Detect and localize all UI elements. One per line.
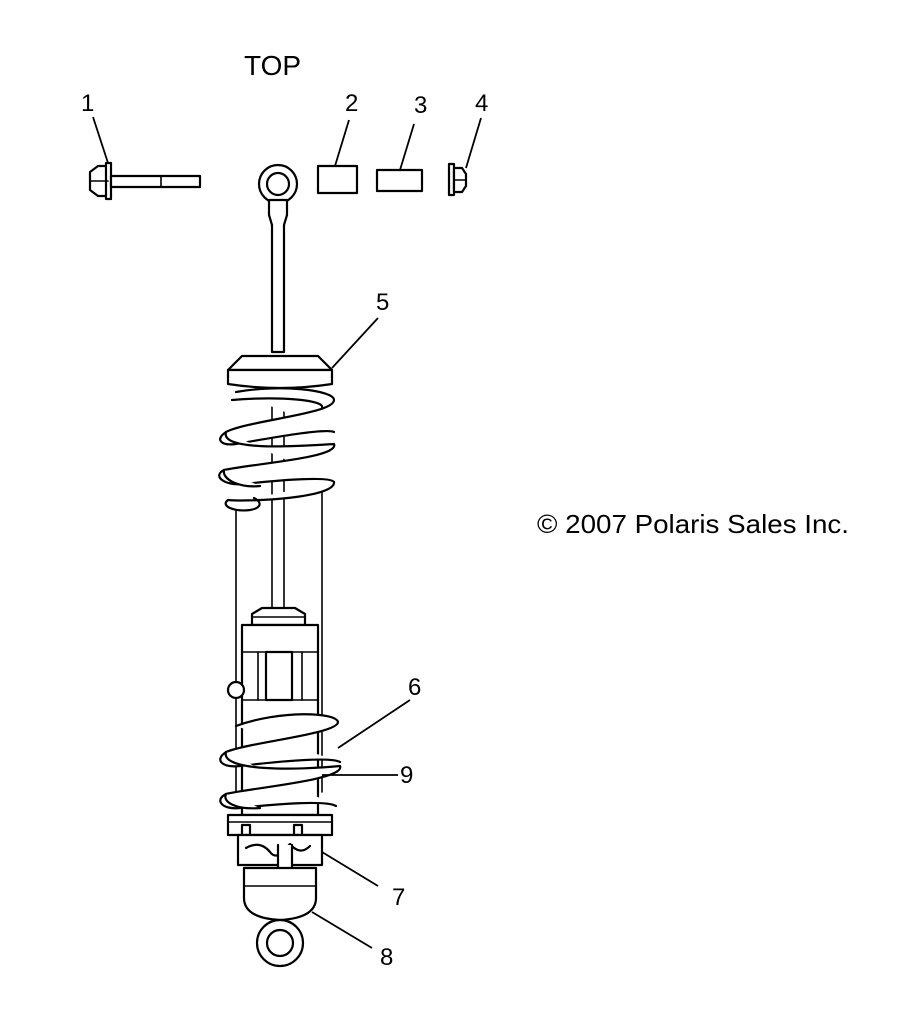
part-5-spring-retainer [226,354,334,390]
callout-1: 1 [81,90,94,117]
piston-rod [267,198,289,354]
callout-7: 7 [392,884,405,911]
callout-8: 8 [380,944,393,971]
part-6-lower-spring [219,713,342,810]
part-8-lower-body [242,866,318,968]
callout-2: 2 [345,90,358,117]
callout-3: 3 [414,92,427,119]
copyright-notice: © 2007 Polaris Sales Inc. [537,509,849,539]
callout-6: 6 [408,674,421,701]
lower-spring-seat [226,813,334,837]
callout-9: 9 [400,762,413,789]
callout-4: 4 [475,90,488,117]
upper-spring [218,387,336,512]
shock-body [226,606,320,817]
part-3-bushing [375,168,424,193]
callout-5: 5 [376,289,389,316]
part-2-spacer [316,164,359,195]
top-mount-eye [257,163,299,205]
orientation-label: TOP [244,50,301,81]
part-4-nut [447,162,468,197]
part-1-bolt [88,161,202,201]
